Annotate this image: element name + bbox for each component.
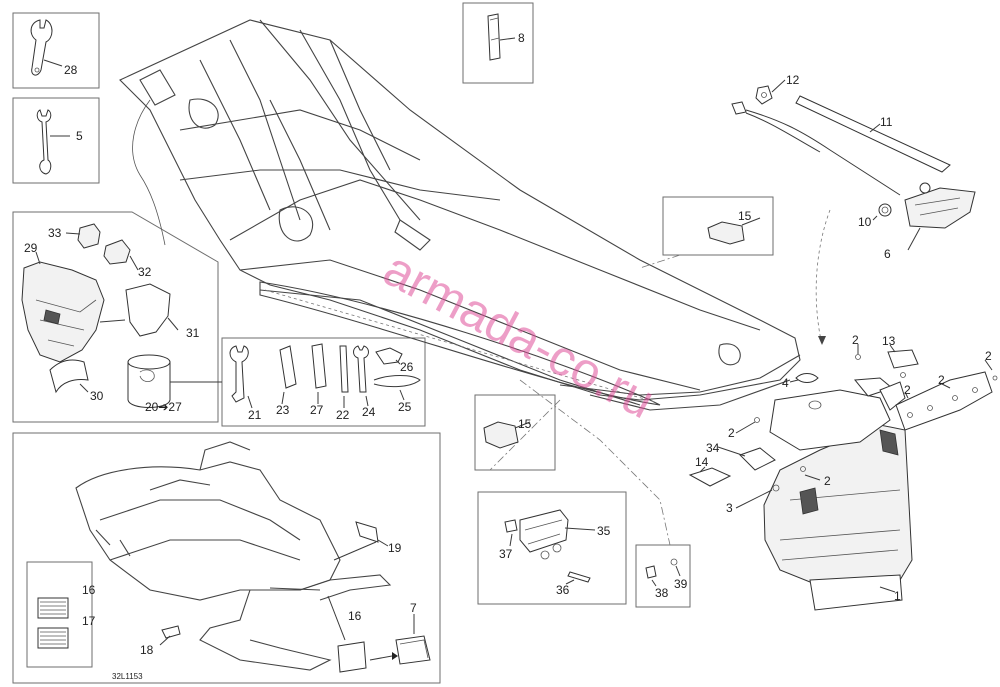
callout-2-b: 2 [985, 349, 992, 363]
callout-16-body: 16 [348, 609, 362, 623]
callout-6: 6 [884, 247, 891, 261]
inset-box-labels [26, 561, 93, 668]
callout-30: 30 [90, 389, 104, 403]
callout-3: 3 [726, 501, 733, 515]
callout-16-label: 16 [82, 583, 96, 597]
storage-bag-parts [21, 223, 222, 408]
callout-26: 26 [400, 360, 414, 374]
tool-kit-parts [229, 343, 421, 409]
snowmobile-body [37, 441, 431, 673]
callout-36: 36 [556, 583, 570, 597]
callout-15-mid: 15 [518, 417, 532, 431]
chassis-frame [119, 19, 801, 546]
callout-4: 4 [782, 376, 789, 390]
callout-21: 21 [248, 408, 262, 422]
callout-2-a: 2 [852, 333, 859, 347]
inset-box-8 [462, 2, 534, 84]
callout-12: 12 [786, 73, 800, 87]
inset-box-15-top [662, 196, 774, 256]
spanner-wrench-part [30, 19, 63, 76]
callout-22: 22 [336, 408, 350, 422]
callout-25: 25 [398, 400, 412, 414]
clip-part-15-top [707, 217, 761, 245]
inset-box-storage [12, 211, 219, 423]
callout-32: 32 [138, 265, 152, 279]
callout-17: 17 [82, 614, 96, 628]
clip-part-8 [487, 13, 516, 61]
callout-2-f: 2 [824, 474, 831, 488]
callout-19: 19 [388, 541, 402, 555]
inset-box-35 [477, 491, 627, 605]
hitch-parts [504, 509, 681, 587]
callout-27: 27 [310, 403, 324, 417]
inset-box-15-mid [474, 394, 556, 471]
callout-2-c: 2 [938, 373, 945, 387]
inset-box-body [12, 432, 441, 684]
clip-part-15-mid [483, 421, 531, 449]
callout-29: 29 [24, 241, 38, 255]
callout-23: 23 [276, 403, 290, 417]
callout-20-27: 20➔27 [145, 400, 182, 414]
callout-39: 39 [674, 577, 688, 591]
callout-37: 37 [499, 547, 513, 561]
callout-1: 1 [894, 589, 901, 603]
callout-24: 24 [362, 405, 376, 419]
inset-box-5 [12, 97, 100, 184]
callout-2-e: 2 [728, 426, 735, 440]
callout-2-d: 2 [904, 383, 911, 397]
callout-labels: 28 5 8 12 11 10 6 15 15 33 29 32 31 30 2… [24, 31, 992, 657]
callout-14: 14 [695, 455, 709, 469]
tail-light-assembly [731, 79, 976, 251]
callout-10: 10 [858, 215, 872, 229]
inset-box-28 [12, 12, 100, 89]
callout-8: 8 [518, 31, 525, 45]
callout-18: 18 [140, 643, 154, 657]
open-end-wrench-part [36, 109, 70, 175]
callout-13: 13 [882, 334, 896, 348]
callout-31: 31 [186, 326, 200, 340]
inset-box-38 [635, 544, 691, 608]
watermark-text: armada-co.ru [375, 240, 664, 429]
callout-34: 34 [706, 441, 720, 455]
callout-28: 28 [64, 63, 78, 77]
drawing-ref-number: 32L1153 [112, 672, 143, 681]
callout-11: 11 [880, 115, 893, 129]
callout-38: 38 [655, 586, 669, 600]
callout-35: 35 [597, 524, 611, 538]
callout-15-top: 15 [738, 209, 752, 223]
callout-33: 33 [48, 226, 62, 240]
rear-flap-assembly [688, 209, 998, 611]
callout-5: 5 [76, 129, 83, 143]
callout-7: 7 [410, 601, 417, 615]
